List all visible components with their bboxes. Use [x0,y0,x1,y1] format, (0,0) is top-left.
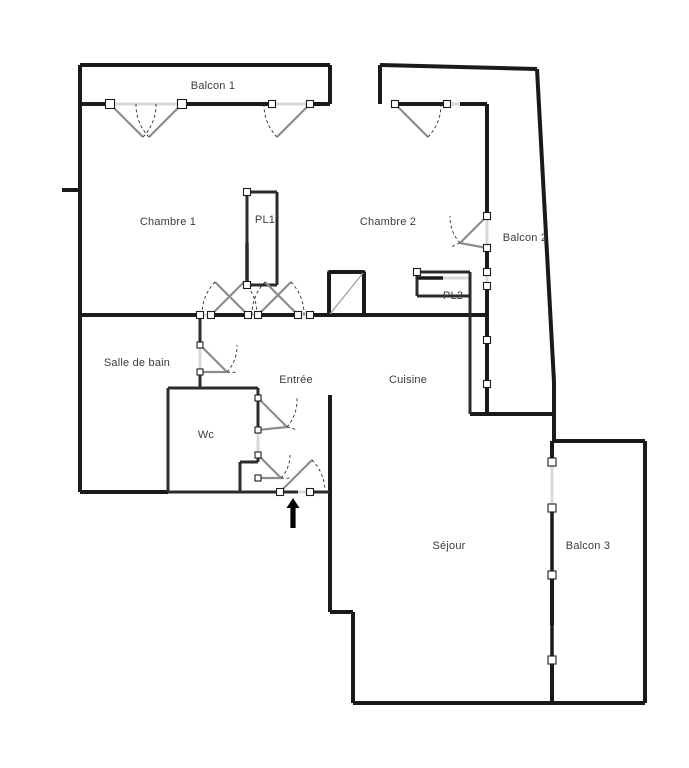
opening-marker [482,243,492,253]
opening-marker [390,99,400,109]
opening-marker [254,426,262,434]
door-leaf [459,241,488,250]
opening-marker [196,341,204,349]
room-label-sejour: Séjour [433,540,466,552]
door-swing-arc [263,103,278,138]
door-leaf [257,281,292,316]
room-label-cuisine: Cuisine [389,374,427,386]
duct-shaft-symbol [327,270,366,317]
room-labels-layer: Balcon 1 Chambre 1 PL1 Chambre 2 Balcon 2 PL2… [104,80,610,552]
entry-arrow [286,498,300,528]
door-leaf [257,425,288,432]
opening-marker [547,503,557,513]
door-leaf [264,281,299,316]
door-swing-arc [449,215,461,244]
door-swing-arc [280,454,291,479]
technical-duct [327,270,366,317]
opening-marker [104,98,116,110]
opening-marker [275,487,285,497]
door-leaf [257,397,288,428]
wall-segment [535,68,556,383]
door-leaf [199,344,228,373]
opening-marker [176,98,188,110]
opening-marker [293,310,303,320]
room-label-balcon3: Balcon 3 [566,540,610,552]
opening-marker [254,451,262,459]
opening-marker [195,310,205,320]
opening-marker [482,267,492,277]
room-label-chambre2: Chambre 2 [360,216,416,228]
door-leaf [214,281,249,316]
opening-marker [206,310,216,320]
door-leaf [257,454,282,479]
opening-marker [547,457,557,467]
door-swing-arc [290,281,305,316]
door-leaf [210,281,245,316]
door-leaf [394,103,429,138]
door-leaf [459,215,488,244]
opening-marker [547,570,557,580]
room-label-pl2: PL2 [443,290,463,302]
opening-marker [267,99,277,109]
opening-marker [253,310,263,320]
opening-marker [482,379,492,389]
opening-marker [442,99,452,109]
opening-marker [242,280,252,290]
door-swing-arc [286,397,298,428]
inner-walls-layer [166,190,472,494]
opening-marker [305,487,315,497]
door-leaf [109,103,144,138]
door-swings-layer [109,103,488,493]
door-swing-arc [142,103,157,138]
opening-marker [242,187,252,197]
entrance-direction-arrow [286,498,300,528]
opening-marker [482,211,492,221]
room-label-pl1: PL1 [255,214,275,226]
door-swing-arc [135,103,150,138]
opening-marker [254,474,262,482]
room-label-entree: Entrée [279,374,313,386]
opening-marker [254,394,262,402]
opening-marker [305,310,315,320]
room-label-salledebain: Salle de bain [104,357,170,369]
door-swing-arc [449,242,461,249]
opening-marker [243,310,253,320]
opening-marker [482,281,492,291]
opening-marker [305,99,315,109]
door-swing-arc [311,459,326,493]
door-leaf [148,103,183,138]
opening-marker [482,335,492,345]
door-swing-arc [286,426,298,431]
room-label-balcon1: Balcon 1 [191,80,235,92]
door-swing-arc [251,281,266,316]
door-swing-arc [226,344,238,373]
hinge-markers-layer [104,98,557,665]
opening-marker [196,368,204,376]
room-label-balcon2: Balcon 2 [503,232,547,244]
door-swing-arc [427,103,442,138]
room-label-chambre1: Chambre 1 [140,216,196,228]
duct-diagonal-line [329,272,364,315]
door-leaf [276,103,311,138]
opening-marker [412,267,422,277]
room-label-wc: Wc [198,429,215,441]
wall-segment [379,63,538,71]
opening-marker [547,655,557,665]
door-leaf [279,459,313,493]
